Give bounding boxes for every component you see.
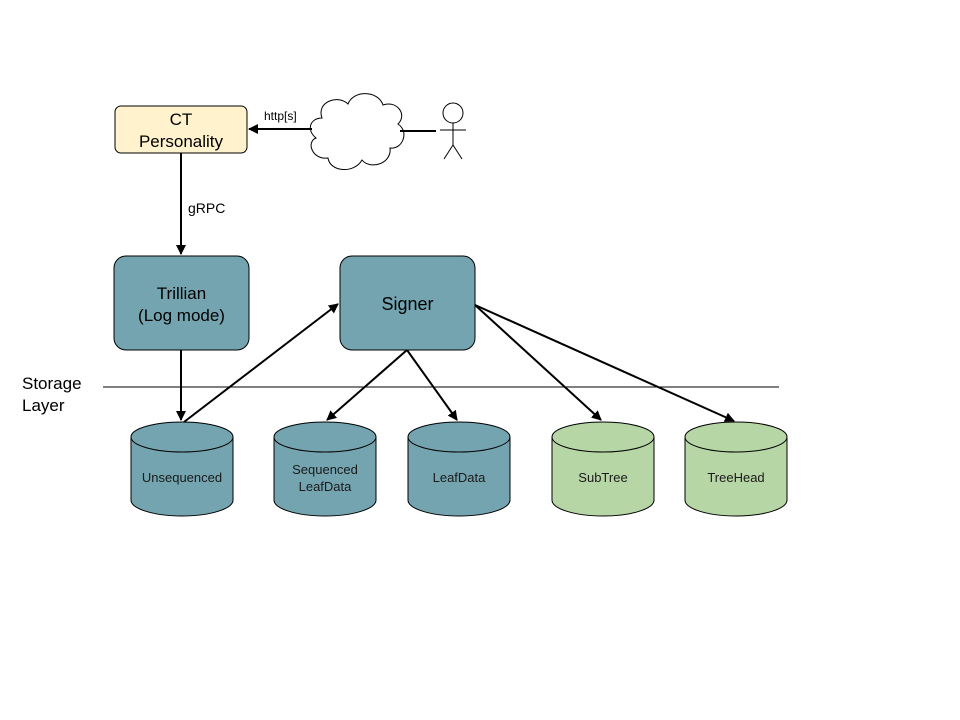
- trillian-label-line1: Trillian: [157, 284, 206, 303]
- signer-label: Signer: [381, 294, 433, 314]
- cylinder-label: TreeHead: [707, 470, 764, 485]
- cylinder-label-line2: LeafData: [299, 479, 353, 494]
- edge-signer-to-treehead: [474, 304, 735, 422]
- cloud-icon: [309, 93, 405, 170]
- edge-signer-to-subtree: [474, 304, 602, 421]
- cylinder-subtree: SubTree: [551, 421, 655, 517]
- cylinder-label: SubTree: [578, 470, 627, 485]
- storage-layer-label-line2: Layer: [22, 396, 65, 415]
- signer-node: Signer: [339, 255, 476, 351]
- cylinder-leafdata: LeafData: [407, 421, 511, 517]
- trillian-label-line2: (Log mode): [138, 306, 225, 325]
- edge-signer-to-sequenced-leafdata: [326, 349, 408, 421]
- ct-personality-label-line2: Personality: [139, 132, 224, 151]
- cylinder-treehead: TreeHead: [684, 421, 788, 517]
- cylinder-label-line1: Sequenced: [292, 462, 358, 477]
- edge-unsequenced-to-signer: [183, 303, 339, 423]
- trillian-node: Trillian (Log mode): [113, 255, 250, 351]
- cylinder-label: LeafData: [433, 470, 487, 485]
- ct-personality-label-line1: CT: [170, 110, 193, 129]
- cylinder-label: Unsequenced: [142, 470, 222, 485]
- storage-layer-label-line1: Storage: [22, 374, 82, 393]
- cylinder-unsequenced: Unsequenced: [130, 421, 234, 517]
- http-edge-label: http[s]: [264, 109, 297, 123]
- user-icon: [440, 102, 466, 160]
- grpc-edge-label: gRPC: [188, 200, 225, 216]
- ct-personality-node: CT Personality: [114, 105, 248, 154]
- cylinder-sequenced-leafdata: Sequenced LeafData: [273, 421, 377, 517]
- edge-signer-to-leafdata: [406, 349, 458, 421]
